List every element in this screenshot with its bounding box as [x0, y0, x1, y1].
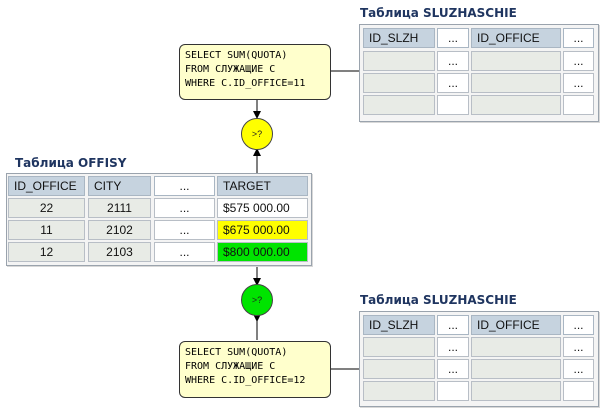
table-cell: [363, 381, 435, 401]
table-header-cell: ID_SLZH: [363, 315, 435, 335]
table-cell: ...: [437, 359, 469, 379]
table-cell: 2111: [88, 198, 151, 218]
table-cell: ...: [563, 73, 594, 93]
table-cell: [471, 73, 561, 93]
table-header-cell: ...: [563, 315, 594, 335]
table-cell: [563, 95, 594, 115]
top-query-note: SELECT SUM(QUOTA) FROM СЛУЖАЩИЕ С WHERE …: [179, 44, 331, 100]
table-cell: [363, 95, 435, 115]
table-cell: 2103: [88, 242, 151, 262]
bottom-sluzhaschie-table: ID_SLZH ... ID_OFFICE ... ... ... ... ..…: [359, 311, 599, 407]
table-cell: [471, 359, 561, 379]
table-cell: [471, 95, 561, 115]
table-cell: 11: [8, 220, 85, 240]
top-comparator-circle: >?: [241, 118, 273, 150]
table-cell: [471, 381, 561, 401]
table-header-cell: ID_OFFICE: [471, 28, 561, 48]
table-header-cell: TARGET: [217, 176, 308, 196]
bottom-table-title: Таблица SLUZHASCHIE: [360, 293, 517, 307]
table-cell: $575 000.00: [217, 198, 308, 218]
table-cell: ...: [437, 73, 469, 93]
table-header-cell: ID_OFFICE: [471, 315, 561, 335]
table-cell-highlight-yellow: $675 000.00: [217, 220, 308, 240]
table-cell: [437, 381, 469, 401]
table-cell: 2102: [88, 220, 151, 240]
table-cell: ...: [154, 198, 215, 218]
table-cell: [563, 381, 594, 401]
table-cell: [471, 51, 561, 71]
table-header-cell: ...: [563, 28, 594, 48]
table-cell: ...: [437, 51, 469, 71]
table-cell: [363, 337, 435, 357]
table-header-cell: CITY: [88, 176, 151, 196]
top-table-title: Таблица SLUZHASCHIE: [360, 6, 517, 20]
bottom-comparator-circle: >?: [241, 284, 273, 316]
table-cell: [437, 95, 469, 115]
table-cell: ...: [563, 337, 594, 357]
bottom-query-note: SELECT SUM(QUOTA) FROM СЛУЖАЩИЕ С WHERE …: [179, 341, 331, 398]
table-cell: ...: [154, 242, 215, 262]
table-cell: ...: [437, 337, 469, 357]
table-header-cell: ...: [154, 176, 215, 196]
table-cell: ...: [563, 359, 594, 379]
table-cell: 22: [8, 198, 85, 218]
table-cell: 12: [8, 242, 85, 262]
table-cell: [363, 73, 435, 93]
table-header-cell: ...: [437, 28, 469, 48]
table-cell-highlight-green: $800 000.00: [217, 242, 308, 262]
table-cell: [363, 51, 435, 71]
table-cell: [471, 337, 561, 357]
table-cell: ...: [563, 51, 594, 71]
table-cell: ...: [154, 220, 215, 240]
top-sluzhaschie-table: ID_SLZH ... ID_OFFICE ... ... ... ... ..…: [359, 24, 599, 122]
offisy-table: ID_OFFICE CITY ... TARGET 22 2111 ... $5…: [6, 173, 312, 266]
middle-table-title: Таблица OFFISY: [15, 156, 127, 170]
table-cell: [363, 359, 435, 379]
table-header-cell: ID_SLZH: [363, 28, 435, 48]
table-header-cell: ...: [437, 315, 469, 335]
table-header-cell: ID_OFFICE: [8, 176, 85, 196]
